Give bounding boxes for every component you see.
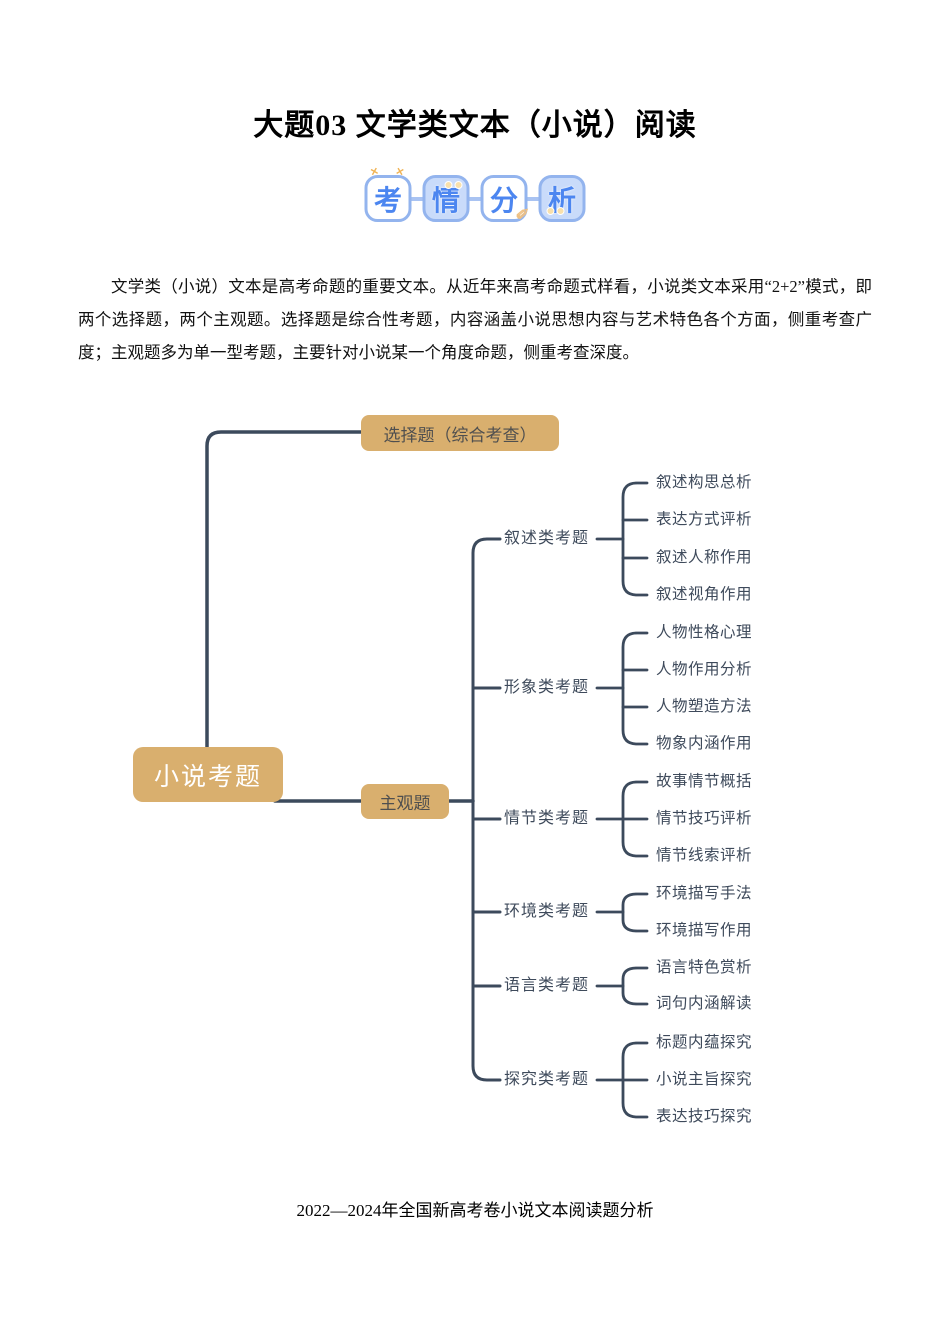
leaf-label: 情节技巧评析 [656, 810, 753, 827]
branch-label-narration: 叙述类考题 [504, 530, 590, 547]
badge-tile-xi: 析 [538, 175, 586, 222]
leaf-label: 物象内涵作用 [656, 735, 753, 752]
leaf-label: 叙述视角作用 [656, 586, 753, 603]
mindmap-node-subjective-questions: 主观题 [361, 784, 449, 819]
mindmap-node-choice-questions: 选择题（综合考查） [361, 415, 559, 451]
leaf-label: 标题内蕴探究 [656, 1034, 753, 1051]
branch-label-language: 语言类考题 [504, 977, 590, 994]
leaf-label: 词句内涵解读 [656, 995, 753, 1012]
branch-label-image: 形象类考题 [504, 679, 590, 696]
leaf-label: 情节线索评析 [656, 847, 753, 864]
leaf-label: 环境描写手法 [656, 885, 753, 902]
dots-icon [546, 207, 565, 215]
dots-icon [444, 181, 463, 189]
intro-paragraph: 文学类（小说）文本是高考命题的重要文本。从近年来高考命题式样看，小说类文本采用“… [78, 277, 872, 362]
table-caption: 2022—2024年全国新高考卷小说文本阅读题分析 [296, 1201, 654, 1220]
branch-label-setting: 环境类考题 [504, 903, 590, 920]
leaf-label: 故事情节概括 [656, 773, 753, 790]
leaf-label: 表达技巧探究 [656, 1108, 753, 1125]
exam-analysis-badge: ✕ ✕ 考 情 ✐ 分 析 [364, 166, 586, 225]
branch-label-plot: 情节类考题 [504, 810, 590, 827]
branch-label-explore: 探究类考题 [504, 1071, 590, 1088]
badge-char: 分 [489, 184, 518, 216]
page-title: 大题03 文学类文本（小说）阅读 [253, 109, 697, 142]
badge-connector [527, 196, 539, 201]
leaf-label: 叙述构思总析 [656, 474, 753, 491]
badge-tile-fen: ✐ 分 [480, 175, 529, 225]
leaf-label: 环境描写作用 [656, 922, 753, 939]
mindmap-root-node: 小说考题 [133, 747, 283, 802]
leaf-label: 人物作用分析 [656, 661, 753, 678]
badge-char: 考 [373, 184, 402, 216]
badge-tile-qing: 情 [422, 175, 470, 222]
badge-tile-kao: ✕ ✕ 考 [364, 166, 412, 222]
leaf-label: 语言特色赏析 [656, 959, 753, 976]
leaf-label: 叙述人称作用 [656, 549, 753, 566]
leaf-label: 小说主旨探究 [656, 1071, 753, 1088]
leaf-label: 人物性格心理 [656, 624, 753, 641]
badge-connector [469, 196, 481, 201]
leaf-label: 表达方式评析 [656, 511, 753, 528]
badge-char: 情 [431, 184, 460, 216]
leaf-label: 人物塑造方法 [656, 698, 753, 715]
badge-connector [411, 196, 423, 201]
